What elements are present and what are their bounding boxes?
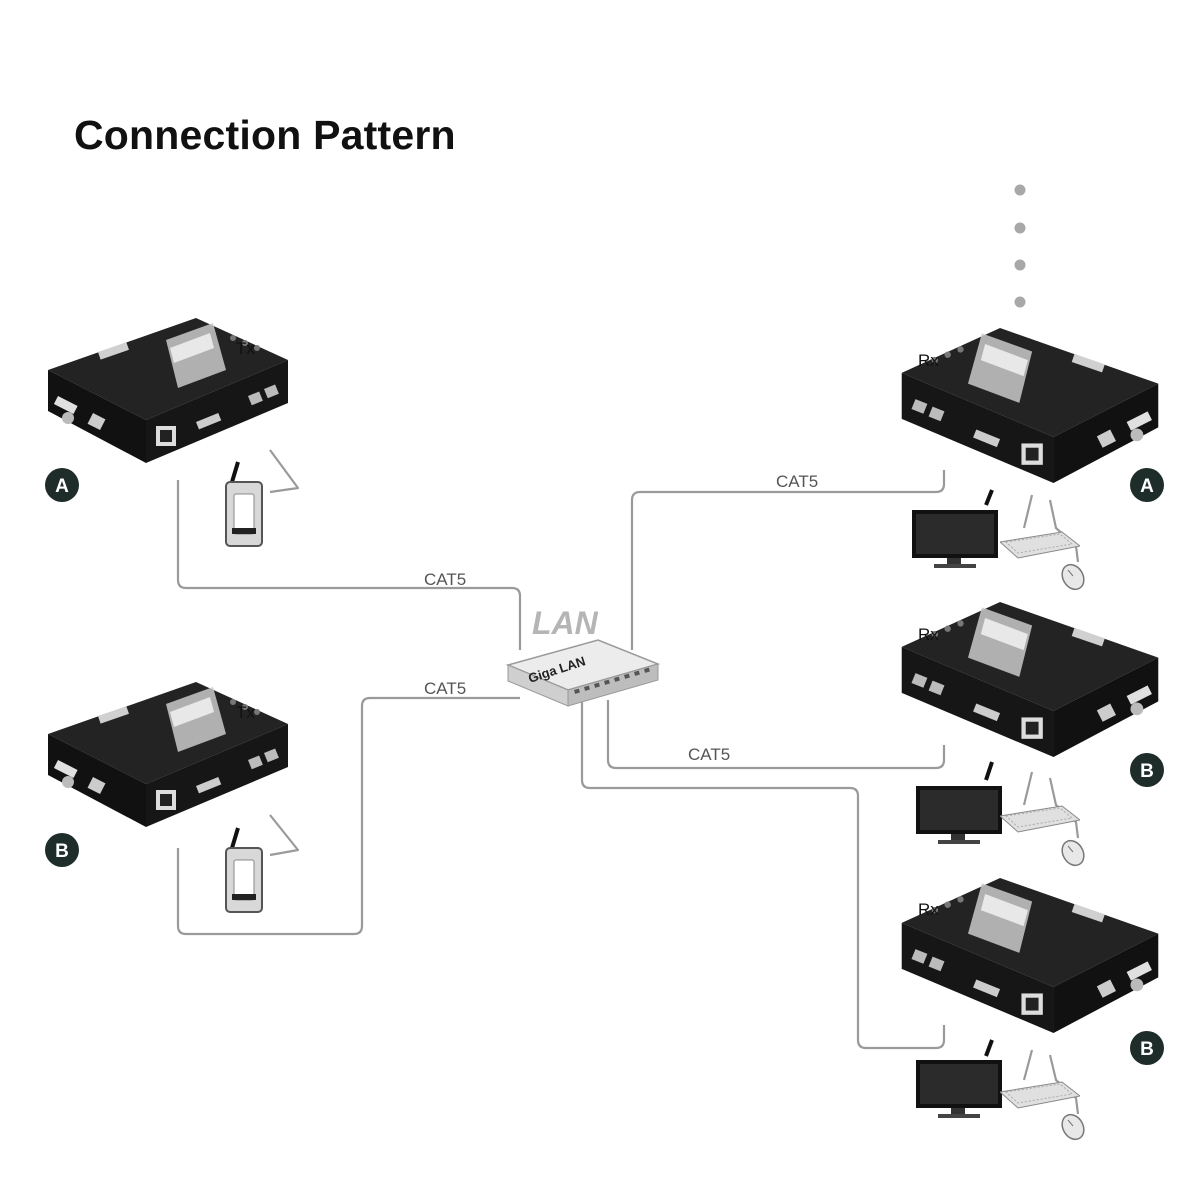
lan-label: LAN bbox=[532, 605, 599, 641]
transmitter-b: Tx bbox=[48, 682, 288, 913]
cable-label-tx-a: CAT5 bbox=[424, 570, 466, 589]
monitor-icon bbox=[916, 786, 1002, 844]
badge-tx-a: A bbox=[45, 468, 79, 502]
monitor-icon bbox=[916, 1060, 1002, 1118]
receiver-b2: Rx bbox=[901, 878, 1159, 1142]
badge-rx-b1: B bbox=[1130, 753, 1164, 787]
svg-text:B: B bbox=[1140, 761, 1154, 782]
svg-text:B: B bbox=[1140, 1039, 1154, 1060]
rx-label: Rx bbox=[918, 625, 939, 644]
monitor-icon bbox=[912, 510, 998, 568]
rx-label: Rx bbox=[918, 351, 939, 370]
keyboard-icon bbox=[1000, 1081, 1080, 1109]
lan-switch: Giga LAN bbox=[505, 639, 661, 707]
keyboard-icon bbox=[1000, 805, 1080, 833]
receiver-b1: Rx bbox=[901, 602, 1159, 868]
tx-label: Tx bbox=[236, 703, 255, 722]
badge-rx-a: A bbox=[1130, 468, 1164, 502]
page-title: Connection Pattern bbox=[74, 112, 456, 158]
cable-label-tx-b: CAT5 bbox=[424, 679, 466, 698]
tx-label: Tx bbox=[236, 339, 255, 358]
keyboard-icon bbox=[1000, 531, 1080, 559]
mouse-icon bbox=[1058, 1112, 1088, 1142]
rx-label: Rx bbox=[918, 900, 939, 919]
cable-tx-b bbox=[176, 696, 520, 936]
cable-label-rx-a: CAT5 bbox=[776, 472, 818, 491]
svg-text:A: A bbox=[55, 476, 69, 497]
badge-tx-b: B bbox=[45, 833, 79, 867]
cable-rx-a bbox=[630, 470, 946, 650]
svg-text:B: B bbox=[55, 841, 69, 862]
usb-drive-icon bbox=[225, 847, 263, 913]
cable-label-rx-b: CAT5 bbox=[688, 745, 730, 764]
more-receivers-dots bbox=[1014, 184, 1026, 308]
receiver-a: Rx bbox=[901, 328, 1159, 592]
cable-rx-b2 bbox=[580, 700, 946, 1050]
badge-rx-b2: B bbox=[1130, 1031, 1164, 1065]
usb-drive-icon bbox=[225, 481, 263, 547]
mouse-icon bbox=[1058, 838, 1088, 868]
mouse-icon bbox=[1058, 562, 1088, 592]
svg-text:A: A bbox=[1140, 476, 1154, 497]
cable-rx-b1 bbox=[606, 700, 946, 770]
cable-tx-a bbox=[176, 480, 522, 650]
transmitter-a: Tx bbox=[48, 318, 288, 547]
